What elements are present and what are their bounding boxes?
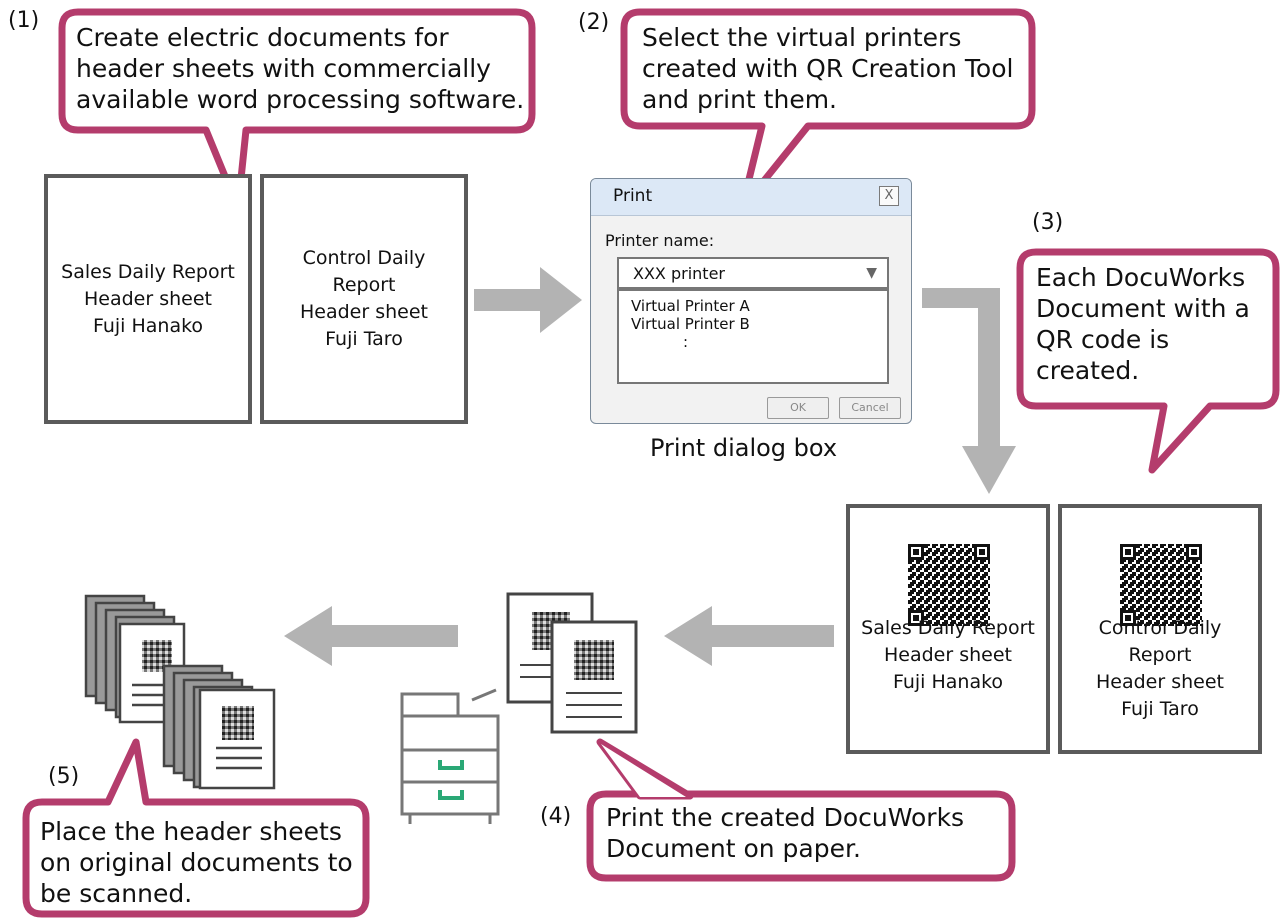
callout-3-text: Each DocuWorks Document with a QR code i…	[1036, 263, 1250, 385]
qr-document-control-daily-report: Control Daily Report Header sheet Fuji T…	[1058, 504, 1262, 754]
document-stacks-icon	[84, 594, 276, 790]
callout-5-bubble	[22, 738, 370, 918]
cancel-button[interactable]: Cancel	[839, 397, 901, 419]
callout-4-text: Print the created DocuWorks Document on …	[606, 803, 965, 863]
chevron-down-icon: ▼	[866, 265, 877, 281]
document-sales-daily-report: Sales Daily Report Header sheet Fuji Han…	[44, 174, 252, 424]
qr-code-icon	[908, 544, 990, 626]
arrow-left-1	[664, 606, 834, 666]
dialog-titlebar: Print X	[591, 179, 911, 216]
printer-select-value: XXX printer	[633, 264, 725, 283]
callout-2-text: Select the virtual printers created with…	[642, 23, 1014, 114]
qr-document-sales-daily-report: Sales Daily Report Header sheet Fuji Han…	[846, 504, 1050, 754]
arrow-right-down	[922, 288, 1016, 494]
arrow-left-2	[284, 606, 458, 666]
step-3-number: (3)	[1032, 210, 1064, 235]
step-1-number: (1)	[8, 8, 40, 33]
callout-3-bubble	[1016, 248, 1280, 474]
callout-1-text: Create electric documents for header she…	[76, 23, 525, 114]
qr-code-icon	[1120, 544, 1202, 626]
ok-button[interactable]: OK	[767, 397, 829, 419]
callout-2-bubble	[620, 8, 1036, 212]
printer-option-ellipsis: :	[683, 333, 689, 351]
callout-4-bubble	[586, 738, 1016, 882]
step-4-number: (4)	[540, 804, 572, 829]
printer-option-b[interactable]: Virtual Printer B	[631, 315, 750, 333]
printer-name-label: Printer name:	[605, 231, 715, 250]
close-icon[interactable]: X	[879, 186, 899, 206]
printer-device-icon	[400, 688, 500, 824]
step-5-number: (5)	[48, 764, 80, 789]
printer-select[interactable]: XXX printer ▼	[617, 257, 889, 289]
callout-1-bubble	[58, 8, 536, 212]
callout-5-text: Place the header sheets on original docu…	[40, 817, 353, 908]
dialog-caption: Print dialog box	[650, 434, 838, 462]
printed-pages-icon	[506, 592, 638, 734]
printer-options-list: Virtual Printer A Virtual Printer B :	[617, 289, 889, 384]
document-control-daily-report: Control Daily Report Header sheet Fuji T…	[260, 174, 468, 424]
dialog-title: Print	[613, 186, 653, 206]
arrow-right	[474, 267, 582, 333]
print-dialog: Print X Printer name: XXX printer ▼ Virt…	[590, 178, 912, 424]
printer-option-a[interactable]: Virtual Printer A	[631, 297, 750, 315]
step-2-number: (2)	[578, 10, 610, 35]
